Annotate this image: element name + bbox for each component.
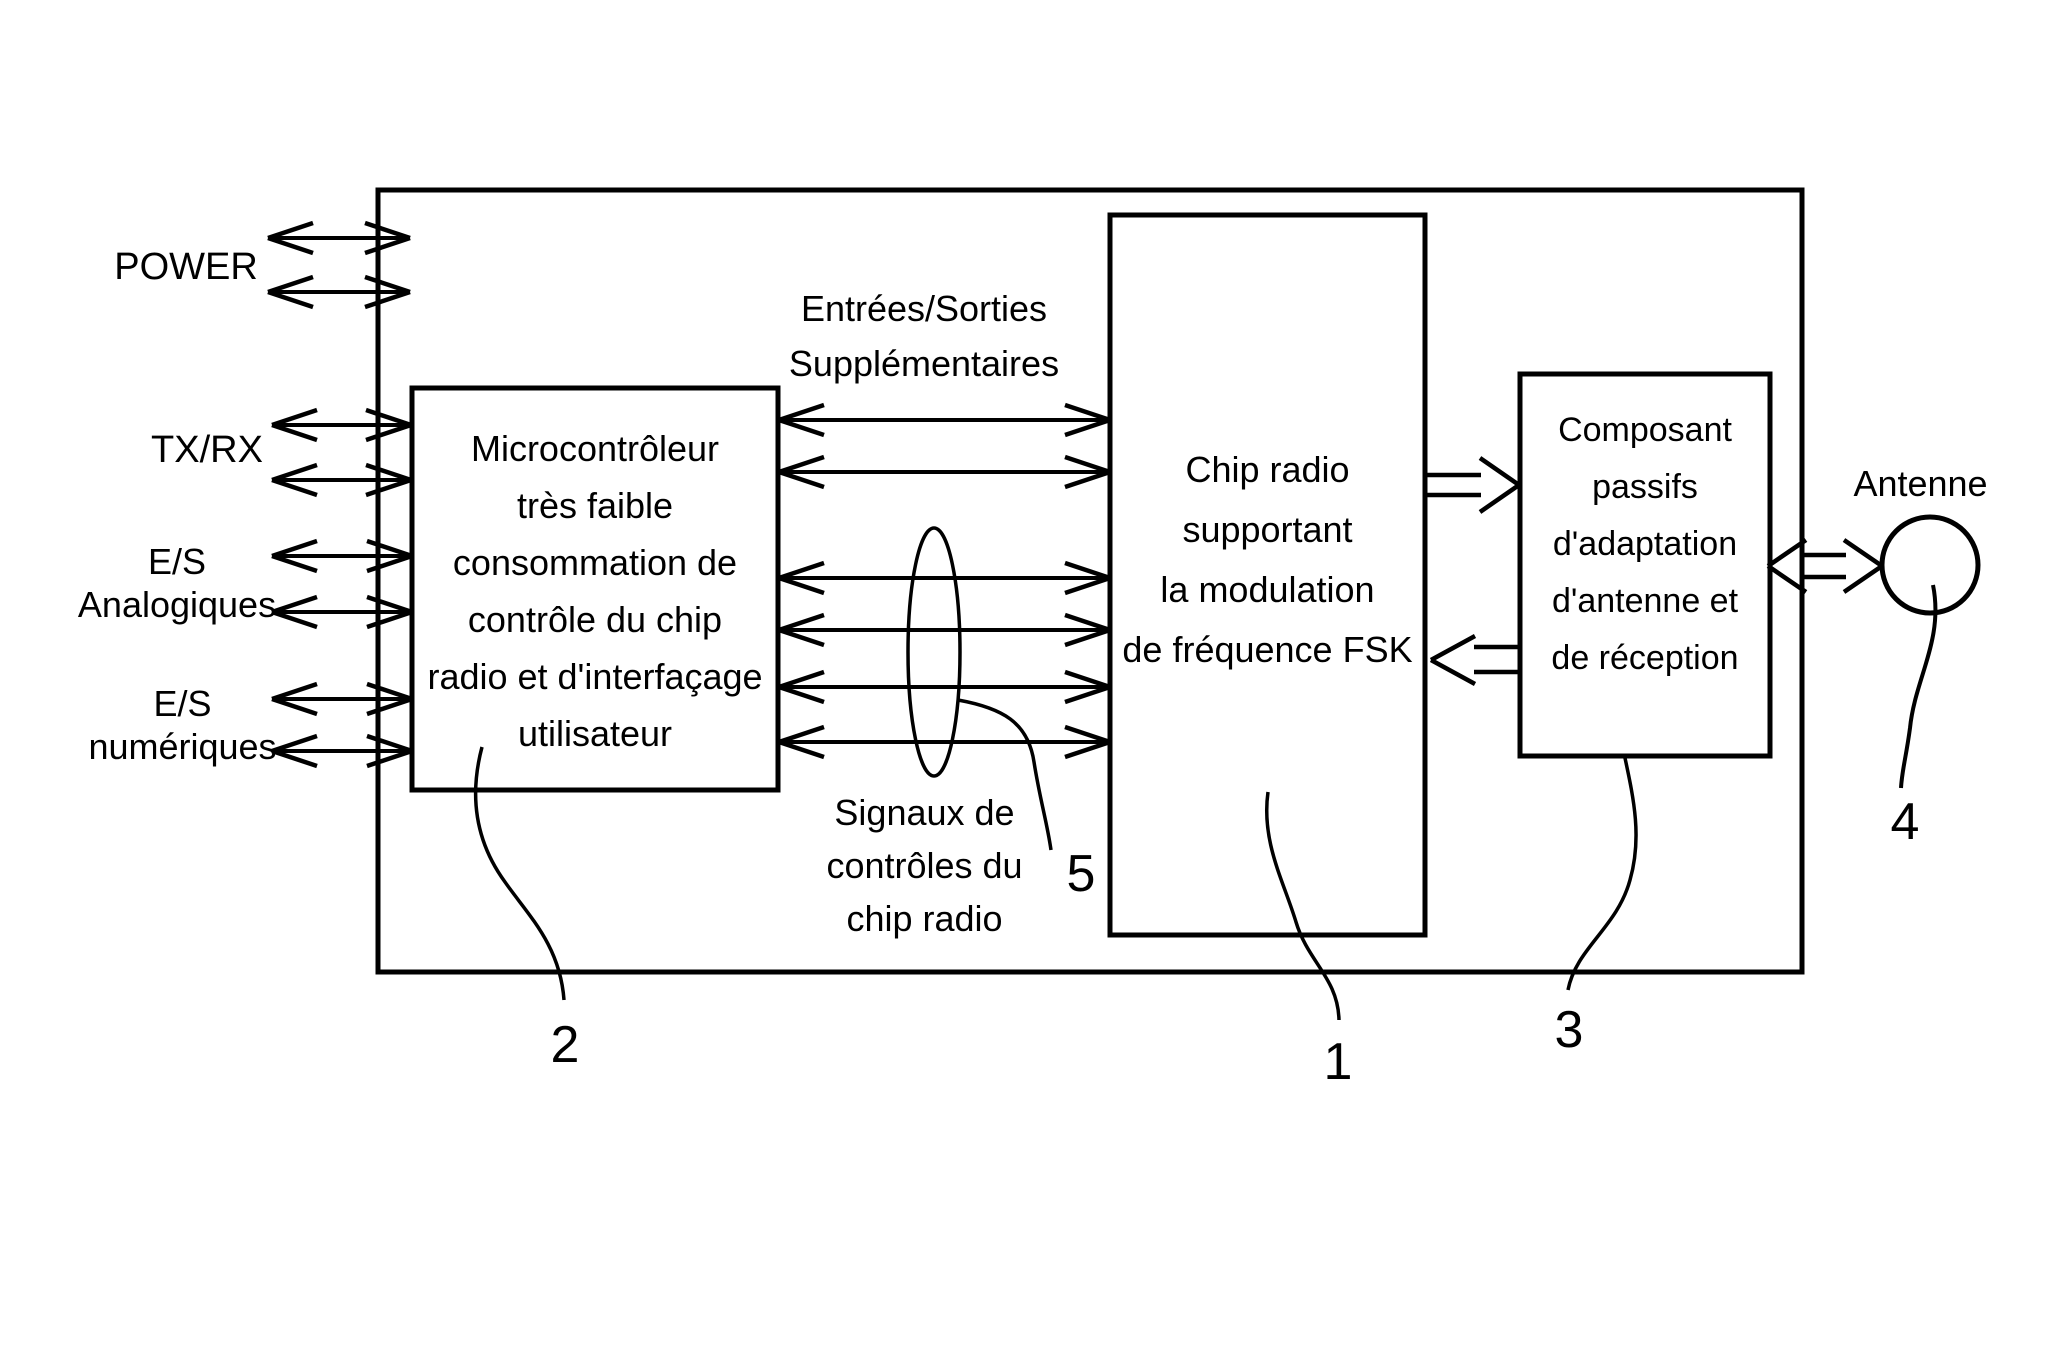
- antenna-label: Antenne: [1853, 463, 1988, 504]
- control-signals-label: Signaux de contrôles du chip radio: [826, 792, 1023, 939]
- control-signal-arrows: [778, 560, 1111, 760]
- board-boundary-box: [375, 187, 1805, 975]
- ref-numeral-5: 5: [1066, 845, 1096, 903]
- digital-io-bus-arrows: [271, 681, 413, 769]
- leader-line-ref3: [1566, 757, 1638, 991]
- ref-numeral-3: 3: [1554, 1001, 1584, 1059]
- signal-group-ellipse: [906, 526, 962, 778]
- leader-line-ref2: [473, 746, 566, 1001]
- extra-io-bus-label: Entrées/Sorties Supplémentaires: [788, 288, 1060, 384]
- txrx-port-label: TX/RX: [151, 429, 263, 471]
- analog-io-bus-arrows: [271, 538, 413, 630]
- rx-hollow-arrow: [1429, 634, 1520, 686]
- passive-components-label: Composant passifs d'adaptation d'antenne…: [1551, 411, 1739, 677]
- power-bus-arrows: [267, 220, 411, 310]
- antenna-squiggle-leader: [1899, 584, 1938, 789]
- tx-hollow-arrow: [1425, 456, 1521, 514]
- chip-radio-label: Chip radio supportant la modulation de f…: [1122, 449, 1413, 670]
- leader-line-ref1: [1265, 791, 1341, 1021]
- microcontroller-label: Microcontrôleur très faible consommation…: [427, 428, 763, 754]
- ref-numeral-2: 2: [550, 1016, 580, 1074]
- digital-io-port-label: E/S numériques: [88, 683, 277, 767]
- antenna-hollow-arrow: [1766, 538, 1884, 594]
- leader-line-ref5: [957, 698, 1053, 851]
- ref-numeral-1: 1: [1323, 1033, 1353, 1091]
- txrx-bus-arrows: [271, 407, 412, 498]
- analog-io-port-label: E/S Analogiques: [77, 541, 277, 625]
- ref-numeral-4: 4: [1890, 793, 1920, 851]
- microcontroller-box: [409, 385, 781, 793]
- extra-io-arrows: [778, 402, 1111, 490]
- power-port-label: POWER: [114, 246, 258, 288]
- antenna-circle: [1879, 514, 1981, 616]
